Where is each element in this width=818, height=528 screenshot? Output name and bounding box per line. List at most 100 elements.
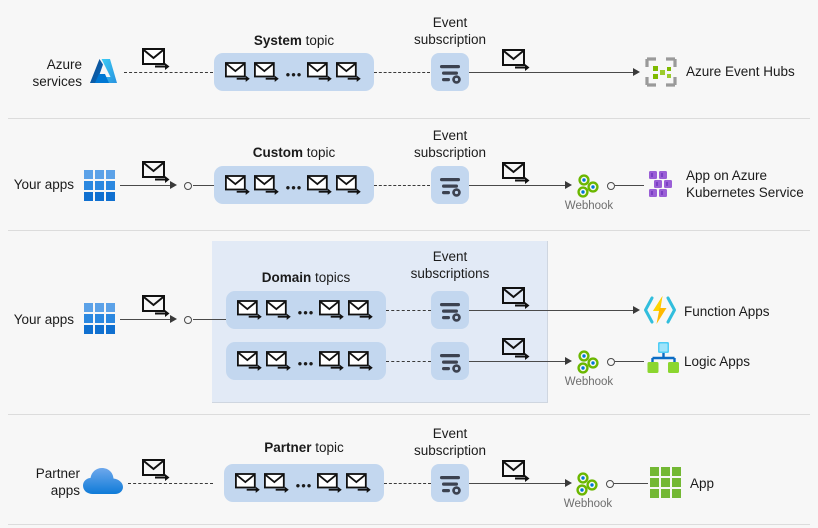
webhook-icon: [575, 349, 601, 380]
envelope-arrow-icon: [307, 175, 333, 195]
event-subscription-icon[interactable]: [431, 464, 469, 502]
connector-webhook-to-destination: [614, 483, 648, 484]
webhook-endpoint-dot: [606, 480, 614, 488]
envelope-arrow-icon: [265, 300, 291, 320]
destination-label-app: App: [690, 476, 715, 491]
connector-subscription-2-to-webhook: [469, 361, 569, 362]
envelope-arrow-icon: [346, 473, 372, 493]
azure-kubernetes-service-icon: [647, 168, 681, 207]
filter-gear-icon: [440, 178, 461, 197]
webhook-icon: [574, 471, 600, 502]
topic-title-rest: topic: [302, 145, 336, 160]
event-subscription-icon[interactable]: [431, 166, 469, 204]
row-divider-2: [8, 230, 810, 231]
arrow-head-icon: [170, 181, 177, 189]
connector-topic-to-subscription: [374, 185, 430, 186]
connector-source-to-topic: [128, 483, 213, 484]
ingress-endpoint-dot: [184, 182, 192, 190]
azure-logic-apps-icon: [646, 341, 680, 380]
event-subscription-icon-2[interactable]: [431, 342, 469, 380]
destination-label-logic-apps: Logic Apps: [684, 354, 751, 369]
topic-title-bold: System: [253, 33, 302, 48]
ellipsis: •••: [285, 66, 303, 82]
topic-title-rest: topic: [311, 440, 344, 455]
envelope-arrow-icon: [336, 175, 362, 195]
ellipsis: •••: [295, 477, 313, 493]
webhook-label: Webhook: [564, 200, 614, 212]
envelope-arrow-icon: [319, 351, 345, 371]
event-subscription-label: Event subscription: [413, 128, 487, 160]
envelope-arrow-icon: [502, 286, 532, 315]
envelope-arrow-icon: [253, 175, 279, 195]
envelope-arrow-icon: [142, 47, 172, 76]
topic-pill-custom[interactable]: •••: [214, 166, 374, 204]
topic-pill-partner[interactable]: •••: [224, 464, 384, 502]
azure-function-apps-icon: [643, 294, 677, 331]
connector-domain-topic-1-to-subscription: [386, 310, 431, 311]
source-label-your-apps: Your apps: [13, 177, 74, 192]
topic-title-rest: topic: [301, 33, 335, 48]
webhook-endpoint-dot: [607, 358, 615, 366]
connector-subscription-1-to-function-apps: [469, 310, 637, 311]
connector-source-to-port: [120, 319, 174, 320]
app-grid-blue-icon: [84, 303, 117, 341]
arrow-head-icon: [565, 479, 572, 487]
webhook-icon: [575, 173, 601, 204]
envelope-arrow-icon: [263, 473, 289, 493]
envelope-arrow-icon: [502, 337, 532, 366]
envelope-arrow-icon: [234, 473, 260, 493]
envelope-arrow-icon: [502, 48, 532, 77]
event-subscription-icon[interactable]: [431, 53, 469, 91]
topic-pill-domain-2[interactable]: •••: [226, 342, 386, 380]
topic-title-custom: Custom topic: [214, 145, 374, 160]
topic-title-rest: topics: [311, 270, 351, 285]
connector-port-to-topic: [193, 185, 214, 186]
envelope-arrow-icon: [236, 300, 262, 320]
topic-pill-system[interactable]: •••: [214, 53, 374, 91]
event-subscription-label: Event subscription: [413, 15, 487, 47]
topic-pill-domain-1[interactable]: •••: [226, 291, 386, 329]
topic-title-bold: Partner: [264, 440, 312, 455]
arrow-head-icon: [170, 315, 177, 323]
envelope-arrow-icon: [142, 458, 172, 487]
envelope-arrow-icon: [317, 473, 343, 493]
envelope-arrow-icon: [224, 62, 250, 82]
envelope-arrow-icon: [224, 175, 250, 195]
connector-domain-topic-2-to-subscription: [386, 361, 431, 362]
webhook-label: Webhook: [564, 376, 614, 388]
connector-source-to-port: [120, 185, 174, 186]
connector-webhook-to-logic-apps: [615, 361, 644, 362]
destination-label-function-apps: Function Apps: [684, 304, 770, 319]
envelope-arrow-icon: [142, 294, 172, 323]
topic-title-bold: Custom: [252, 145, 303, 160]
connector-subscription-to-destination: [469, 72, 637, 73]
envelope-arrow-icon: [319, 300, 345, 320]
event-subscription-icon-1[interactable]: [431, 291, 469, 329]
envelope-arrow-icon: [236, 351, 262, 371]
filter-gear-icon: [440, 65, 461, 84]
ellipsis: •••: [297, 355, 315, 371]
webhook-endpoint-dot: [607, 182, 615, 190]
arrow-head-icon: [633, 306, 640, 314]
envelope-arrow-icon: [336, 62, 362, 82]
topic-title-domain: Domain topics: [226, 270, 386, 285]
ellipsis: •••: [297, 304, 315, 320]
ingress-endpoint-dot: [184, 316, 192, 324]
arrow-head-icon: [565, 357, 572, 365]
destination-label-aks: App on Azure Kubernetes Service: [686, 168, 804, 200]
envelope-arrow-icon: [265, 351, 291, 371]
source-label-partner-apps: Partner apps: [35, 466, 80, 498]
topic-title-partner: Partner topic: [224, 440, 384, 455]
envelope-arrow-icon: [348, 351, 374, 371]
arrow-head-icon: [565, 181, 572, 189]
filter-gear-icon: [440, 354, 461, 373]
source-label-azure-services: Azure services: [32, 57, 82, 89]
row-divider-4: [8, 524, 810, 525]
topic-title-bold: Domain: [261, 270, 312, 285]
topic-title-system: System topic: [214, 33, 374, 48]
envelope-arrow-icon: [142, 160, 172, 189]
filter-gear-icon: [440, 303, 461, 322]
destination-label-azure-event-hubs: Azure Event Hubs: [686, 64, 795, 79]
azure-event-hubs-icon: [644, 56, 678, 93]
